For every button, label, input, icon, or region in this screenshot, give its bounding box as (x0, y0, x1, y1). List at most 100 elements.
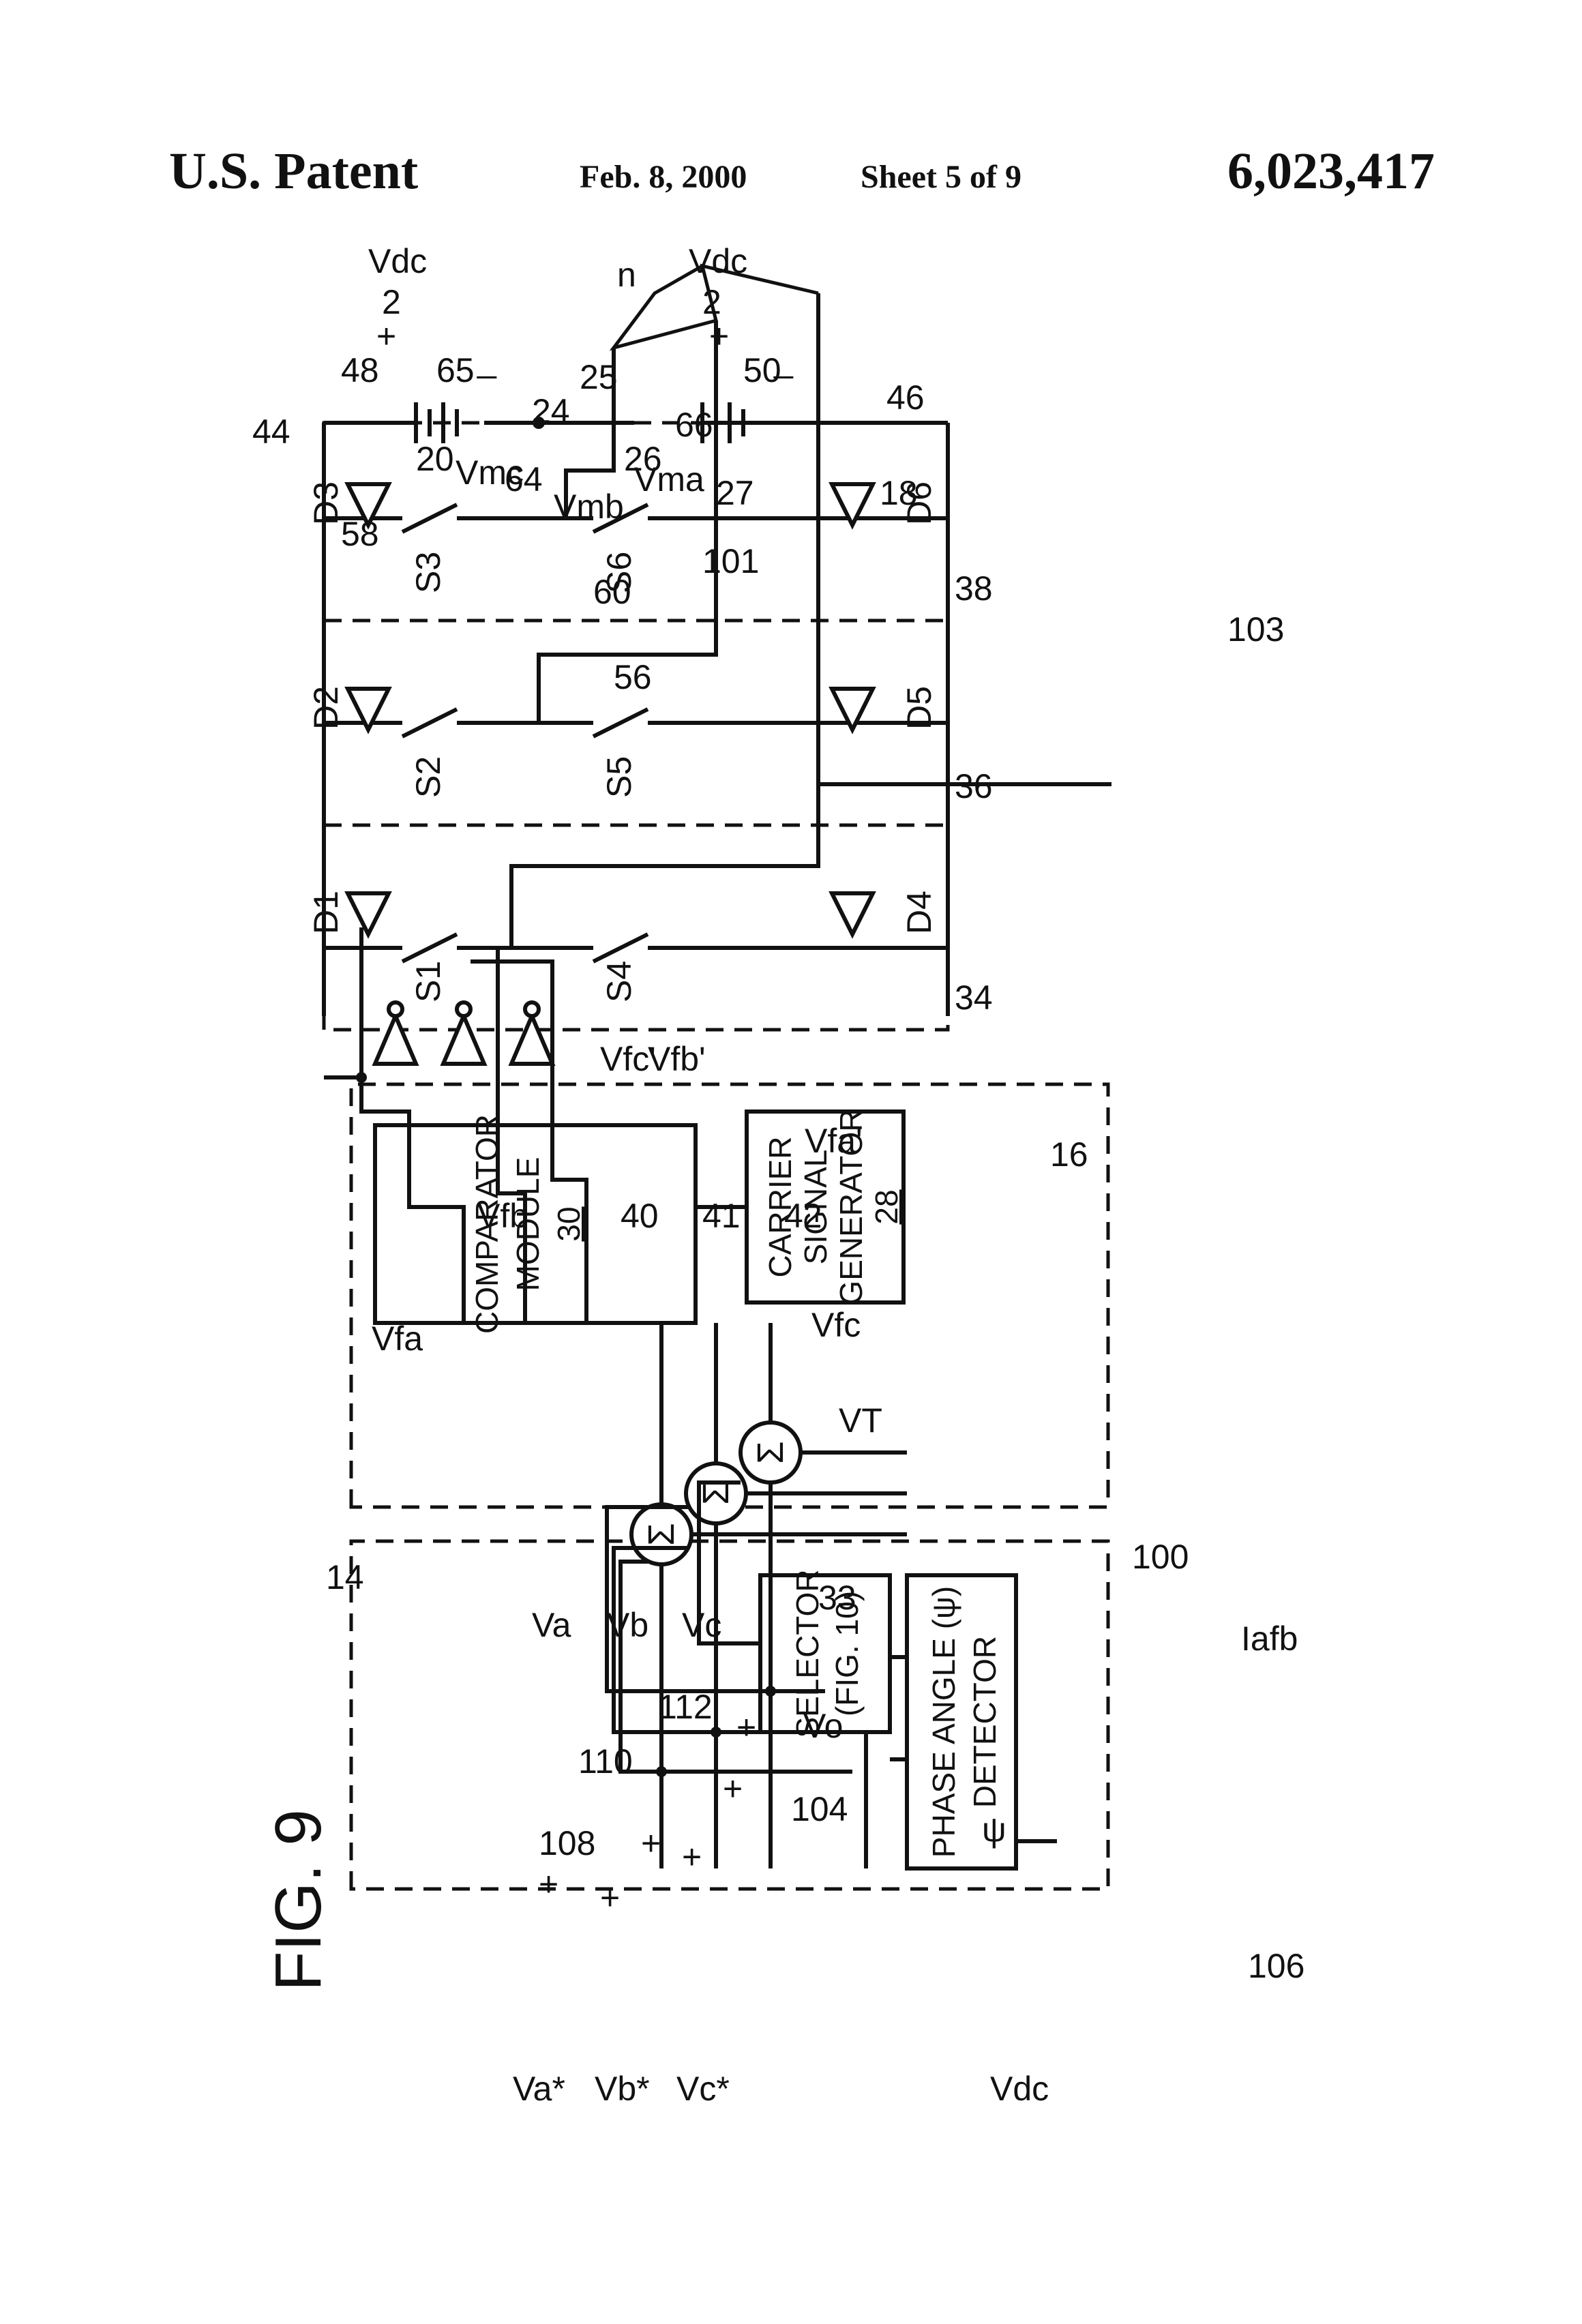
ref-44: 44 (252, 413, 290, 451)
diode-label-d6: D6 (900, 481, 938, 525)
ref-48: 48 (341, 351, 379, 389)
carrier-line1: CARRIER (762, 1136, 798, 1277)
ref-108: 108 (539, 1824, 595, 1862)
label-vmb: Vmb (554, 488, 624, 526)
ref-103: 103 (1227, 610, 1284, 649)
ref-42: 42 (784, 1197, 822, 1235)
ref-36: 36 (955, 767, 993, 805)
sum-110-plus-b: + (682, 1838, 702, 1876)
inverter-40 (372, 1011, 419, 1066)
switch-s5: S5 (600, 756, 638, 798)
label-vfa-prime: Vfa' (805, 1122, 863, 1160)
ref-104: 104 (791, 1790, 848, 1828)
phase-detector-block (905, 1573, 1018, 1871)
ref-106: 106 (1248, 1947, 1304, 1985)
label-two-left: 2 (382, 283, 401, 321)
header-date: Feb. 8, 2000 (580, 159, 747, 195)
ref-20: 20 (416, 440, 454, 478)
label-vdc: Vdc (990, 2070, 1049, 2108)
comparator-block (373, 1123, 698, 1325)
label-vdc-half-right: Vdc (689, 242, 747, 280)
figure-label: FIG. 9 (262, 1809, 335, 1991)
feedback-103 (816, 702, 1111, 786)
carrier-ref: 28 (869, 1189, 904, 1224)
battery-48 (414, 402, 459, 443)
va-vb-vc-lines (659, 1323, 773, 1504)
battery-48-plus: + (376, 317, 396, 355)
label-vma: Vma (634, 460, 704, 498)
sum-108-plus-a: + (539, 1865, 558, 1903)
ref-46: 46 (886, 378, 925, 417)
label-vfb-prime: Vfb' (648, 1040, 706, 1078)
phase-title: PHASE ANGLE (ψ) (926, 1586, 961, 1858)
battery-65-minus: _ (477, 341, 497, 379)
label-va-star: Va* (513, 2070, 565, 2108)
diode-label-d4: D4 (900, 891, 938, 934)
ref-24: 24 (532, 392, 570, 430)
label-vc: Vc (682, 1606, 721, 1644)
ref-64: 64 (505, 460, 543, 498)
rotated-schematic: SELECTOR (FIG. 10) PHASE ANGLE (ψ) DETEC… (307, 263, 1111, 1891)
ref-38: 38 (955, 569, 993, 608)
label-vfc-prime: Vfc' (600, 1040, 656, 1078)
inverter-41 (440, 1011, 488, 1066)
diode-d6 (829, 482, 876, 530)
ref-100: 100 (1132, 1538, 1189, 1576)
inverter-42 (508, 1011, 556, 1066)
ref-27: 27 (716, 474, 754, 512)
label-vb: Vb (607, 1606, 648, 1644)
switch-s1: S1 (409, 961, 447, 1002)
label-vt: VT (839, 1401, 882, 1440)
label-vc-star: Vc* (676, 2070, 730, 2108)
diode-d4 (829, 891, 876, 939)
sum-112-plus-a: + (723, 1770, 743, 1808)
ref-14: 14 (326, 1558, 364, 1596)
battery-50-minus: _ (773, 341, 794, 379)
diode-label-d5: D5 (900, 686, 938, 730)
label-vb-star: Vb* (595, 2070, 650, 2108)
ref-101: 101 (702, 542, 759, 580)
ref-26: 26 (624, 440, 662, 478)
switch-s2: S2 (409, 756, 447, 798)
sum-108-sigma: Σ (641, 1523, 682, 1545)
ref-60: 60 (593, 573, 631, 611)
ref-110: 110 (578, 1742, 633, 1781)
label-psi: ψ (982, 1811, 1006, 1849)
ref-58: 58 (341, 515, 379, 553)
battery-50-plus: + (709, 317, 729, 355)
phase-subtitle: DETECTOR (967, 1636, 1002, 1808)
sum-112-sigma: Σ (750, 1441, 791, 1463)
header-left: U.S. Patent (169, 143, 419, 200)
carrier-line2: SIGNAL (798, 1150, 833, 1265)
diode-d3 (344, 482, 392, 530)
comparator-ref: 30 (551, 1206, 586, 1241)
selector-subtitle: (FIG. 10) (829, 1591, 865, 1716)
ref-41: 41 (702, 1197, 741, 1235)
ref-33: 33 (818, 1579, 856, 1617)
ref-18: 18 (880, 474, 918, 512)
carrier-line3: GENERATOR (833, 1109, 869, 1305)
ref-56: 56 (614, 658, 652, 696)
sum-110-sigma: Σ (696, 1482, 736, 1504)
selector-title: SELECTOR (790, 1569, 825, 1738)
label-two-right: 2 (702, 283, 721, 321)
ref-25: 25 (580, 358, 618, 396)
label-vmc: Vmc (456, 453, 524, 492)
battery-50 (700, 402, 745, 443)
header-number: 6,023,417 (1227, 143, 1435, 200)
ref-34: 34 (955, 979, 993, 1017)
label-vdc-half-left: Vdc (368, 242, 427, 280)
header-sheet: Sheet 5 of 9 (861, 159, 1021, 195)
motor-windings (609, 263, 819, 351)
box-100 (349, 1539, 1110, 1891)
label-vfa: Vfa (372, 1320, 423, 1358)
label-va: Va (532, 1606, 571, 1644)
label-iafb: Iafb (1241, 1620, 1298, 1658)
sum-108-plus-b: + (600, 1879, 620, 1917)
ref-40: 40 (621, 1197, 659, 1235)
switch-s4: S4 (600, 961, 638, 1002)
ref-65: 65 (436, 351, 475, 389)
label-n: n (617, 256, 636, 294)
label-vo: Vo (803, 1707, 843, 1745)
